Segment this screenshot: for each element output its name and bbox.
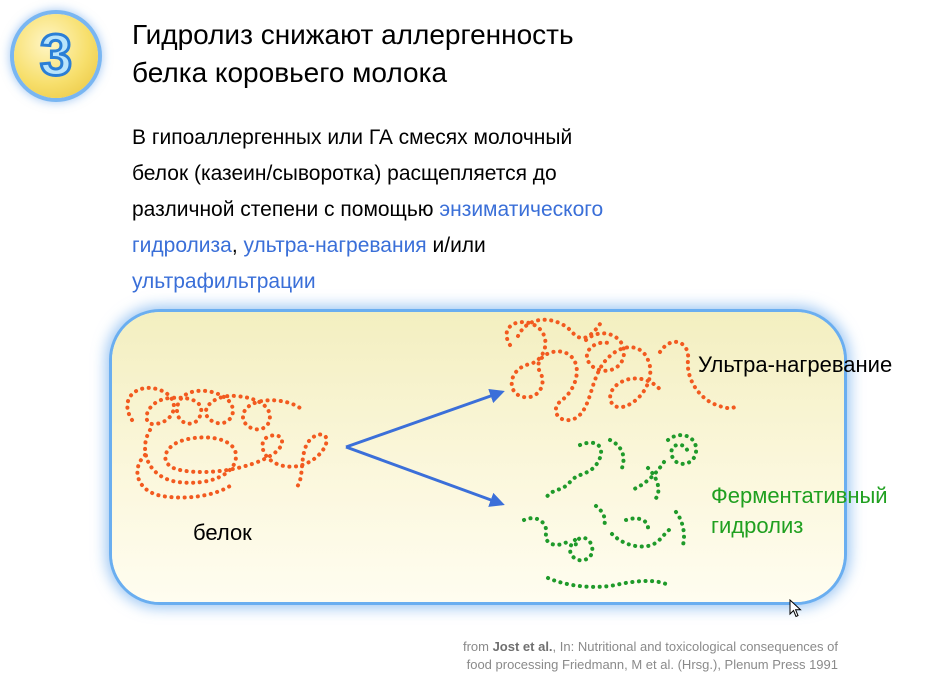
body-line-3: различной степени с помощью xyxy=(132,198,440,221)
citation-line-1: , In: Nutritional and toxicological cons… xyxy=(552,639,838,654)
citation-line-2: food processing Friedmann, M et al. (Hrs… xyxy=(466,657,838,672)
source-citation: from Jost et al., In: Nutritional and to… xyxy=(340,638,838,674)
label-enzymatic-line-1: Ферментативный xyxy=(711,483,888,508)
term-ultrafiltration: ультрафильтрации xyxy=(132,270,316,293)
comma-separator: , xyxy=(231,234,244,257)
body-paragraph: В гипоаллергенных или ГА смесях молочный… xyxy=(132,120,832,300)
label-protein: белок xyxy=(193,520,252,545)
body-line-1: В гипоаллергенных или ГА смесях молочный xyxy=(132,126,573,149)
slide-number-badge: 3 xyxy=(14,14,98,98)
label-enzymatic-line-2: гидролиз xyxy=(711,513,804,538)
label-enzymatic-hydrolysis: Ферментативный гидролиз xyxy=(711,481,888,541)
slide-number: 3 xyxy=(38,22,73,90)
label-ultraheating: Ультра-нагревание xyxy=(698,352,893,377)
citation-prefix: from xyxy=(462,639,493,654)
slide-title-line-1: Гидролиз снижают аллергенность xyxy=(132,19,574,50)
term-enzymatic-part-2: гидролиза xyxy=(132,234,232,257)
body-line-2: белок (казеин/сыворотка) расщепляется до xyxy=(132,162,557,185)
slide-title-line-2: белка коровьего молока xyxy=(132,57,448,88)
and-or-text: и/или xyxy=(426,234,486,257)
slide-title: Гидролиз снижают аллергенность белка кор… xyxy=(132,16,574,92)
term-ultraheating: ультра-нагревания xyxy=(243,234,427,257)
citation-authors: Jost et al. xyxy=(492,639,553,654)
term-enzymatic-part-1: энзиматического xyxy=(439,198,604,221)
mouse-pointer-icon xyxy=(789,599,802,618)
